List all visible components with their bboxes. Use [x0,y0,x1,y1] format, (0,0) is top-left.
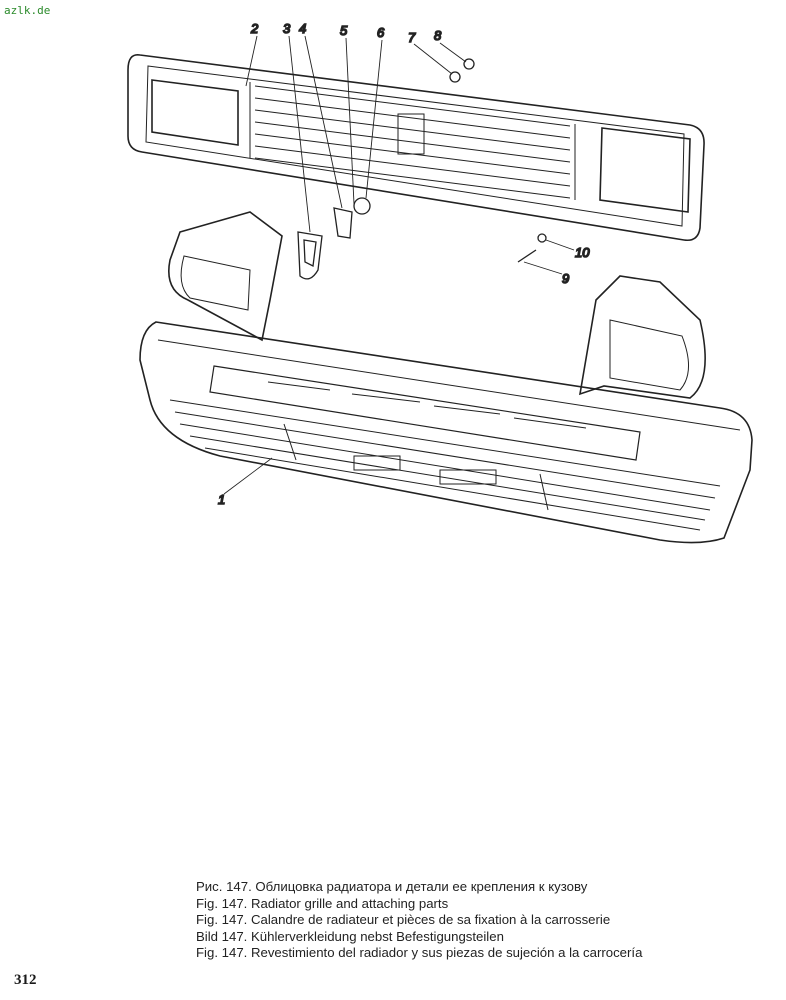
caption-de: Bild 147. Kühlerverkleidung nebst Befest… [196,928,504,944]
exploded-diagram: 1 2 3 4 5 6 7 8 9 10 [127,20,753,544]
figure-caption: Рис. 147. Облицовка радиатора и детали е… [196,879,642,962]
emblem-parts [297,58,547,280]
callout-4: 4 [299,21,306,36]
radiator-grille [127,53,705,242]
caption-fr: Fig. 147. Calandre de radiateur et pièce… [196,912,611,928]
callout-5: 5 [340,23,348,38]
caption-en: Fig. 147. Radiator grille and attaching … [196,895,449,911]
callout-10: 10 [575,245,590,260]
callout-9: 9 [562,271,569,286]
callout-2: 2 [250,21,259,36]
callout-6: 6 [377,25,385,40]
caption-es: Fig. 147. Revestimiento del radiador y s… [196,945,643,961]
callout-8: 8 [434,28,442,43]
callout-3: 3 [283,21,291,36]
bumper [139,321,753,544]
headlight-bracket-left [168,211,283,342]
leader-lines [223,35,575,495]
callout-7: 7 [408,30,416,45]
caption-ru: Рис. 147. Облицовка радиатора и детали е… [196,879,588,894]
headlight-bracket-right [578,275,706,399]
watermark: azlk.de [4,4,51,17]
page-number: 312 [14,972,37,988]
callout-1: 1 [218,492,225,507]
